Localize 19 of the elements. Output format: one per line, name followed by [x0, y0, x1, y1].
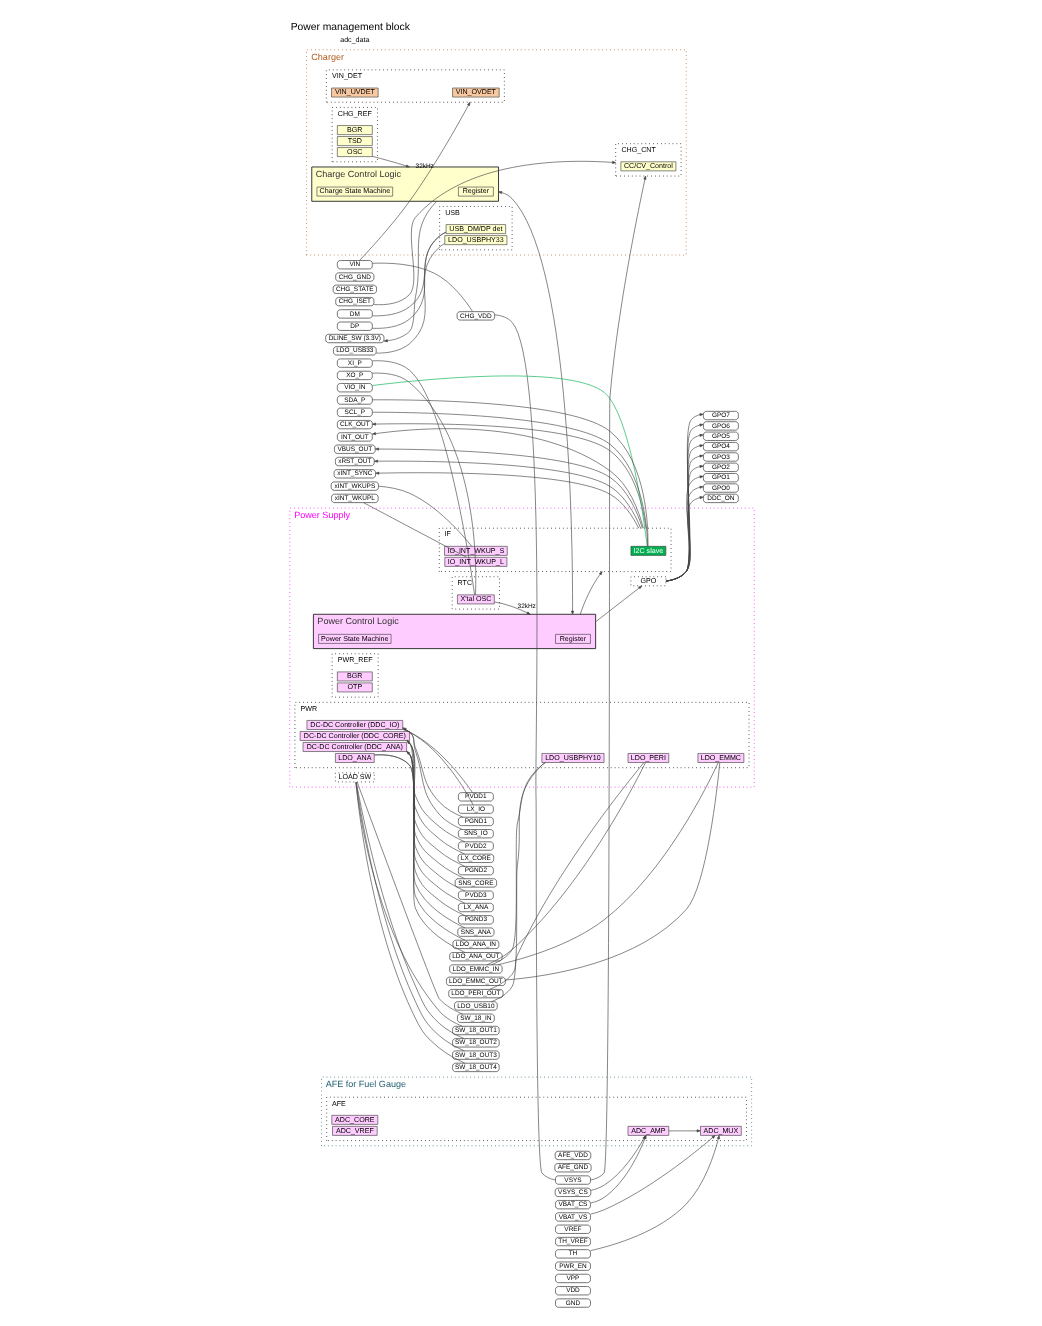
connector	[493, 314, 555, 1181]
arrow	[373, 459, 640, 529]
arrow	[374, 471, 639, 529]
arrow	[667, 1129, 700, 1133]
arrow	[358, 101, 470, 261]
arrow	[371, 156, 409, 168]
connector	[401, 729, 472, 793]
connector	[371, 262, 472, 312]
arrow	[493, 601, 530, 615]
arrow	[374, 447, 642, 529]
connector	[377, 485, 471, 547]
arrow	[372, 160, 616, 306]
arrow	[578, 571, 602, 615]
connector	[401, 728, 473, 806]
arrow	[497, 191, 574, 615]
connector	[375, 243, 444, 354]
arrow	[382, 200, 437, 343]
connector	[362, 502, 466, 558]
arrow	[594, 585, 642, 623]
